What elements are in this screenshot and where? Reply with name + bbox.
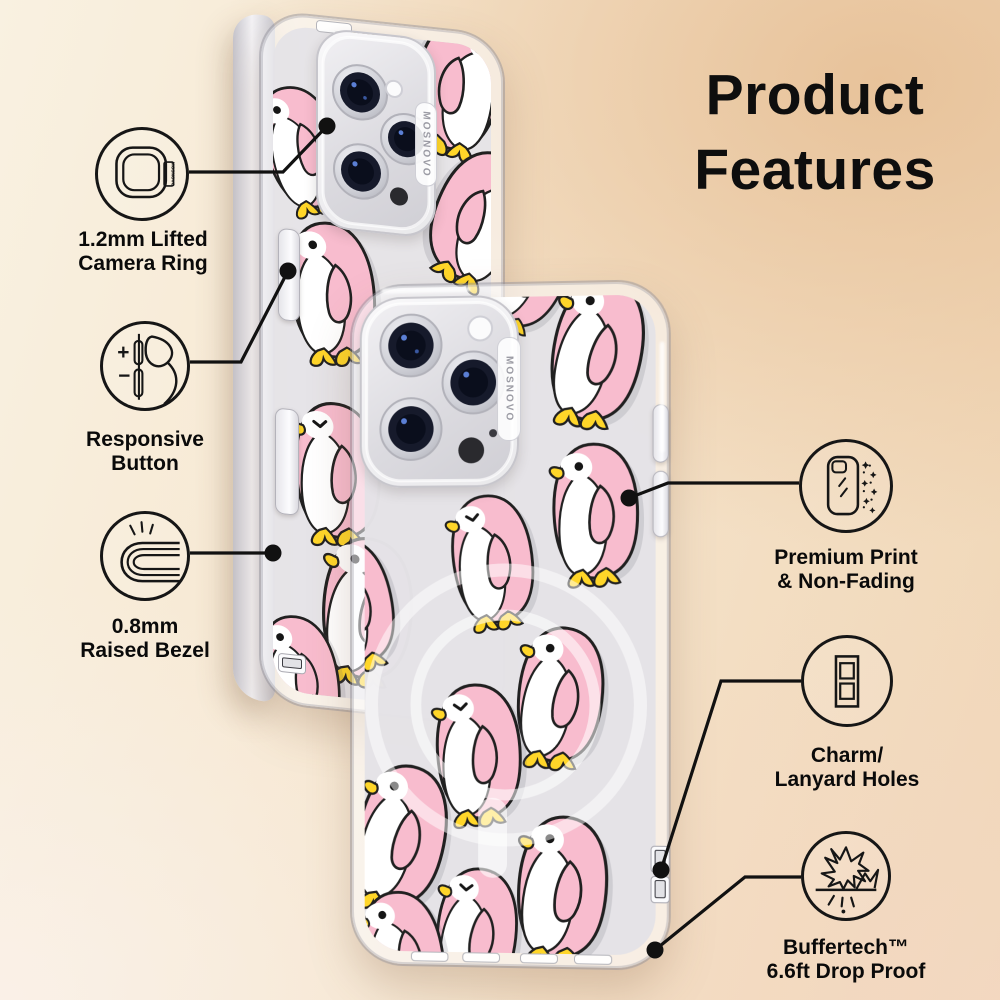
brand-text: MOSNOVO: [504, 356, 515, 422]
feature-label-raised-bezel: 0.8mm Raised Bezel: [30, 615, 260, 664]
speaker-slot: [574, 954, 612, 965]
lanyard-hole: [651, 846, 670, 873]
feature-label-camera-ring: 1.2mm Lifted Camera Ring: [28, 228, 258, 277]
feature-circle-responsive-button: + −: [100, 321, 190, 411]
camera-mic: [458, 437, 484, 463]
brand-tab: MOSNOVO: [415, 101, 437, 187]
speaker-slot: [411, 951, 449, 962]
magsafe-align-slot: [478, 798, 507, 878]
camera-mic: [390, 187, 408, 207]
responsive-button-icon: + −: [106, 327, 184, 405]
drop-proof-icon: [807, 837, 885, 915]
raised-bezel-icon: [106, 517, 184, 595]
svg-text:−: −: [118, 364, 130, 387]
camera-module-back: MOSNOVO: [316, 27, 436, 240]
feature-label-responsive-button: Responsive Button: [30, 428, 260, 477]
feature-label-premium-print: Premium Print & Non-Fading: [731, 546, 961, 595]
camera-flash: [386, 80, 402, 98]
speaker-slot: [462, 952, 500, 963]
feature-circle-premium-print: [799, 439, 893, 533]
camera-flash: [468, 316, 492, 340]
camera-ring-icon: MOSNOVO: [102, 134, 182, 214]
title-line2: Features: [655, 133, 975, 208]
feature-circle-camera-ring: MOSNOVO: [95, 127, 189, 221]
feature-label-lanyard-holes: Charm/ Lanyard Holes: [732, 744, 962, 793]
side-button: [275, 407, 299, 516]
svg-text:+: +: [117, 341, 129, 364]
camera-module-front: MOSNOVO: [360, 295, 519, 488]
phone-case-front: MOSNOVO: [352, 281, 669, 969]
speaker-slot: [520, 953, 558, 964]
title-line1: Product: [655, 58, 975, 133]
volume-button: [278, 228, 300, 322]
feature-label-drop-proof: Buffertech™ 6.6ft Drop Proof: [731, 936, 961, 985]
camera-sensor-dot: [489, 429, 497, 437]
premium-print-icon: [806, 446, 886, 526]
sparkle-stars: [861, 461, 877, 513]
lanyard-hole: [651, 876, 670, 903]
side-button: [653, 471, 669, 538]
page-title: Product Features: [655, 58, 975, 208]
feature-circle-drop-proof: [801, 831, 891, 921]
lanyard-holes-icon: [808, 642, 886, 720]
brand-text: MOSNOVO: [421, 111, 432, 178]
brand-tab: MOSNOVO: [497, 337, 521, 441]
svg-text:MOSNOVO: MOSNOVO: [170, 162, 175, 187]
feature-circle-lanyard-holes: [801, 635, 893, 727]
lanyard-hole-corner: [278, 653, 306, 675]
feature-circle-raised-bezel: [100, 511, 190, 601]
case-highlight: [660, 342, 665, 453]
